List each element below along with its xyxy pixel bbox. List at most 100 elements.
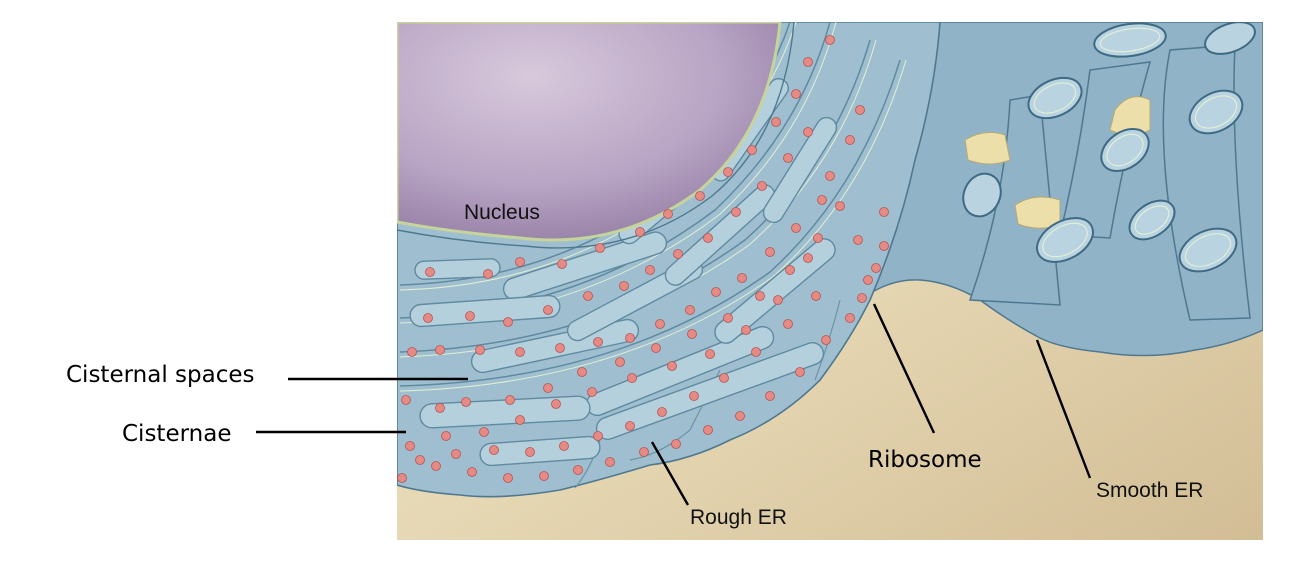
ribosome-dot	[757, 181, 767, 191]
ribosome-dot	[465, 311, 475, 321]
ribosome-dot	[783, 319, 793, 329]
ribosome-dot	[415, 455, 425, 465]
ribosome-dot	[651, 343, 661, 353]
ribosome-dot	[773, 295, 783, 305]
ribosome-dot	[705, 349, 715, 359]
ribosome-dot	[573, 465, 583, 475]
ribosome-dot	[765, 391, 775, 401]
ribosome-dot	[783, 153, 793, 163]
ribosome-dot	[685, 305, 695, 315]
smooth-er-label: Smooth ER	[1096, 479, 1203, 502]
ribosome-dot	[619, 281, 629, 291]
smooth-er-leader	[1035, 339, 1092, 479]
ribosome-dot	[711, 287, 721, 297]
ribosome-dot	[657, 407, 667, 417]
ribosome-dot	[791, 223, 801, 233]
ribosome-dot	[765, 247, 775, 257]
ribosome-dot	[755, 291, 765, 301]
ribosome-dot	[673, 249, 683, 259]
smooth-er-structure	[854, 22, 1263, 357]
ribosome-dot	[543, 383, 553, 393]
ribosome-dot	[863, 275, 873, 285]
ribosome-dot	[791, 89, 801, 99]
ribosome-dot	[467, 467, 477, 477]
rough-er-label: Rough ER	[690, 506, 787, 529]
ribosome-dot	[835, 201, 845, 211]
ribosome-dot	[689, 391, 699, 401]
ribosome-dot	[503, 473, 513, 483]
ribosome-dot	[785, 265, 795, 275]
ribosome-dot	[687, 329, 697, 339]
ribosome-dot	[817, 195, 827, 205]
ribosome-dot	[515, 347, 525, 357]
ribosome-dot	[583, 291, 593, 301]
ribosome-dot	[557, 259, 567, 269]
ribosome-dot	[735, 411, 745, 421]
ribosome-dot	[803, 253, 813, 263]
ribosome-dot	[695, 191, 705, 201]
ribosome-dot	[593, 337, 603, 347]
ribosome-dot	[435, 345, 445, 355]
ribosome-dot	[515, 415, 525, 425]
ribosome-dot	[587, 387, 597, 397]
ribosome-dot	[825, 35, 835, 45]
ribosome-dot	[825, 171, 835, 181]
ribosome-dot	[635, 227, 645, 237]
ribosome-dot	[879, 241, 889, 251]
ribosome-dot	[723, 167, 733, 177]
ribosome-dot	[871, 263, 881, 273]
ribosome-dot	[489, 445, 499, 455]
ribosome-dot	[771, 117, 781, 127]
ribosome-dot	[855, 105, 865, 115]
ribosome-dot	[505, 395, 515, 405]
ribosome-dot	[441, 431, 451, 441]
ribosome-dot	[625, 421, 635, 431]
nucleus	[397, 22, 795, 249]
ribosome-dot	[845, 135, 855, 145]
ribosome-dot	[639, 447, 649, 457]
ribosome-dot	[857, 293, 867, 303]
rough-er-leader	[650, 441, 690, 506]
ribosome-dot	[811, 291, 821, 301]
ribosome-dot	[435, 403, 445, 413]
ribosome-dot	[461, 397, 471, 407]
ribosome-dot	[515, 257, 525, 267]
ribosome-group	[397, 35, 889, 483]
ribosome-label: Ribosome	[868, 447, 982, 473]
ribosome-dot	[407, 347, 417, 357]
ribosome-dot	[645, 265, 655, 275]
ribosome-dot	[625, 333, 635, 343]
ribosome-dot	[671, 439, 681, 449]
ribosome-dot	[795, 367, 805, 377]
ribosome-dot	[423, 313, 433, 323]
ribosome-dot	[615, 357, 625, 367]
ribosome-dot	[813, 233, 823, 243]
ribosome-dot	[655, 319, 665, 329]
ribosome-dot	[741, 325, 751, 335]
ribosome-dot	[803, 57, 813, 67]
ribosome-dot	[879, 207, 889, 217]
cisternal-spaces-label: Cisternal spaces	[66, 362, 254, 388]
ribosome-dot	[731, 207, 741, 217]
ribosome-dot	[703, 233, 713, 243]
ribosome-dot	[845, 313, 855, 323]
cisternae-label: Cisternae	[122, 421, 231, 447]
ribosome-dot	[559, 441, 569, 451]
ribosome-dot	[539, 471, 549, 481]
ribosome-dot	[543, 305, 553, 315]
nucleus-label: Nucleus	[464, 201, 540, 224]
ribosome-dot	[551, 399, 561, 409]
ribosome-leader	[872, 303, 936, 434]
ribosome-dot	[605, 457, 615, 467]
ribosome-dot	[525, 447, 535, 457]
ribosome-dot	[663, 209, 673, 219]
ribosome-dot	[703, 425, 713, 435]
ribosome-dot	[737, 273, 747, 283]
ribosome-dot	[723, 313, 733, 323]
ribosome-dot	[627, 373, 637, 383]
ribosome-dot	[555, 343, 565, 353]
ribosome-dot	[751, 347, 761, 357]
ribosome-dot	[405, 441, 415, 451]
ribosome-dot	[475, 345, 485, 355]
